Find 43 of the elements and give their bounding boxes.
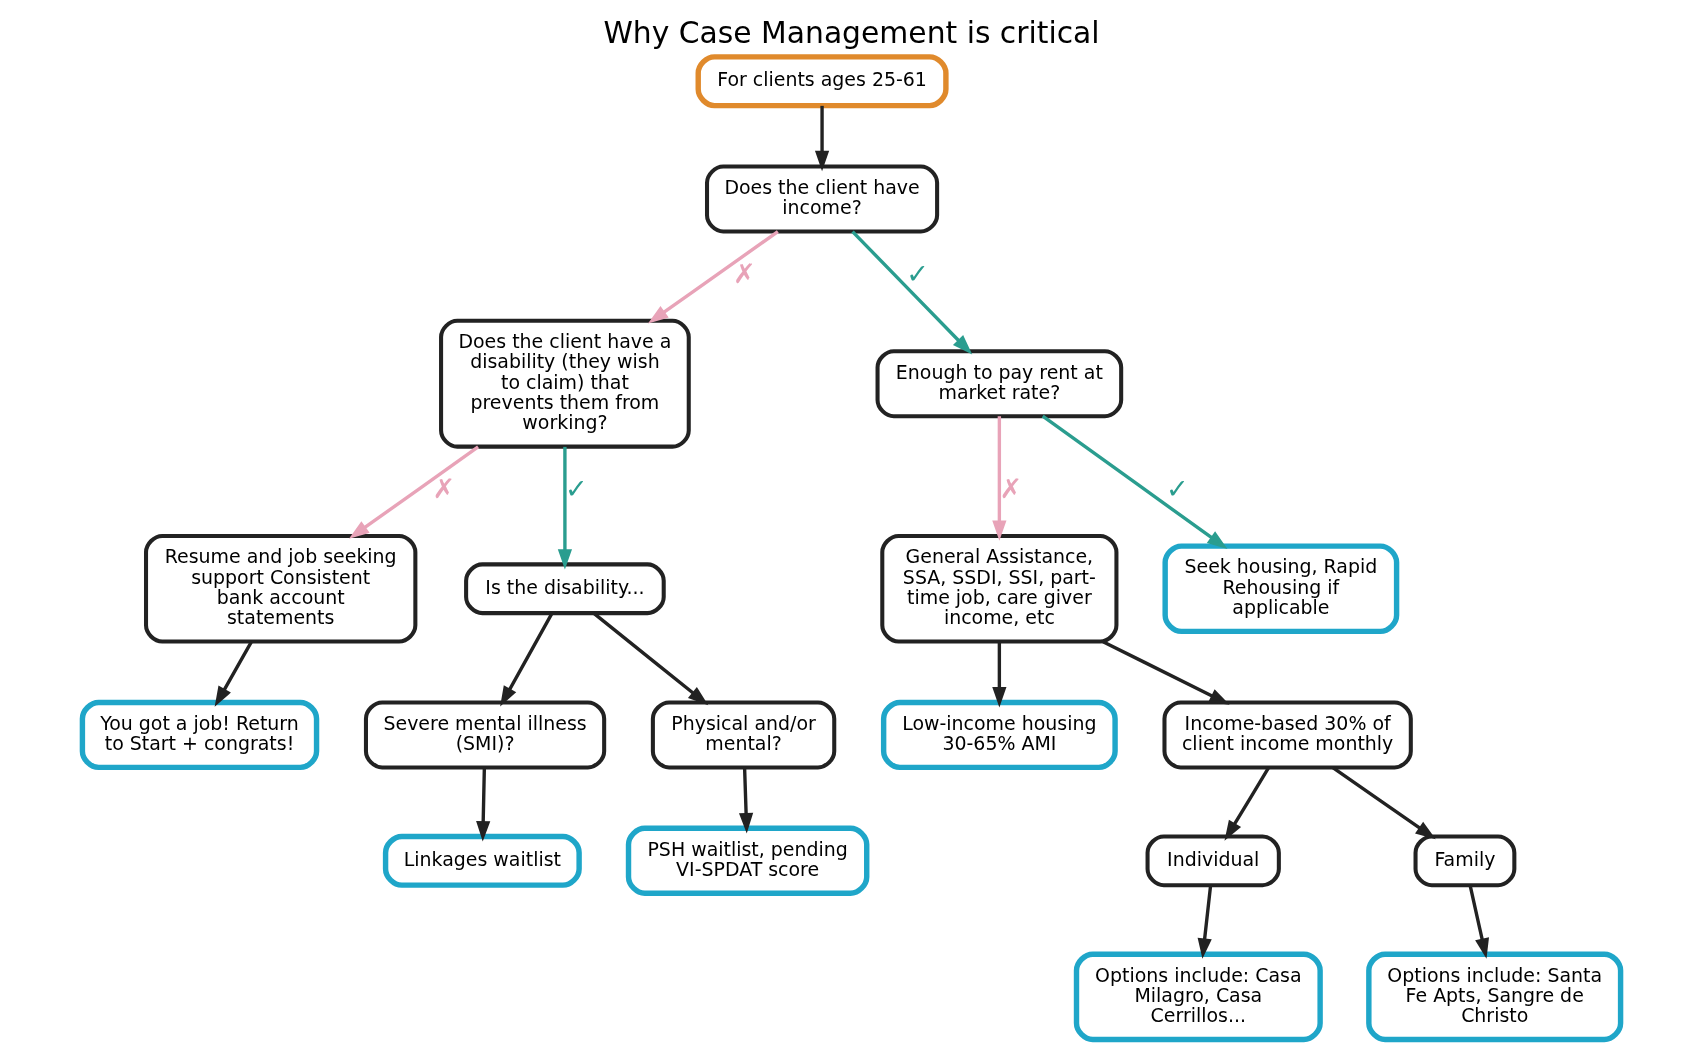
node-box: Options include: Casa Milagro, Casa Cerrillos... bbox=[1073, 951, 1323, 1043]
arrow bbox=[557, 446, 573, 570]
arrow bbox=[738, 767, 754, 834]
arrow bbox=[992, 641, 1007, 708]
edge-label: ✗ bbox=[732, 257, 756, 289]
node-box: Does the client have income? bbox=[705, 164, 940, 234]
node-box: You got a job! Return to Start + congrats! bbox=[79, 699, 320, 771]
arrow bbox=[648, 230, 779, 324]
edge-label: ✓ bbox=[906, 257, 929, 289]
node-box: Does the client have a disability (they wish to claim) that prevents them from working? bbox=[439, 318, 691, 449]
node-box: Income-based 30% of client income monthly bbox=[1162, 700, 1413, 770]
arrow bbox=[851, 230, 973, 355]
node-box: Seek housing, Rapid Rehousing if applicable bbox=[1162, 543, 1400, 635]
node-box: Low-income housing 30-65% AMI bbox=[880, 699, 1118, 771]
node-box: Options include: Santa Fe Apts, Sangre de Christo bbox=[1366, 951, 1624, 1043]
arrow bbox=[992, 416, 1007, 541]
arrow bbox=[1224, 767, 1270, 841]
node-box: Enough to pay rent at market rate? bbox=[875, 349, 1124, 419]
node-box: Severe mental illness (SMI)? bbox=[363, 700, 607, 770]
arrow bbox=[1197, 885, 1213, 959]
node-box: Linkages waitlist bbox=[382, 833, 582, 888]
arrow bbox=[1102, 640, 1230, 705]
arrow bbox=[500, 612, 554, 707]
arrow bbox=[348, 445, 480, 539]
arrow bbox=[814, 105, 830, 172]
diagram-title: Why Case Management is critical bbox=[603, 14, 1100, 50]
edge-label: ✗ bbox=[999, 473, 1023, 505]
arrow bbox=[1468, 885, 1489, 959]
arrow bbox=[476, 767, 491, 842]
edge-label: ✓ bbox=[1166, 473, 1189, 505]
node-box: For clients ages 25-61 bbox=[695, 54, 949, 109]
node-box: PSH waitlist, pending VI-SPDAT score bbox=[625, 825, 870, 896]
node-box: Family bbox=[1413, 834, 1517, 888]
node-box: General Assistance, SSA, SSDI, SSI, part-time job, care giver income, etc bbox=[880, 533, 1119, 644]
arrow bbox=[1331, 766, 1436, 840]
edge-label: ✗ bbox=[432, 473, 456, 505]
node-box: Is the disability... bbox=[464, 562, 666, 616]
node-box: Resume and job seeking support Consistent bank account statements bbox=[144, 533, 418, 644]
edge-label: ✓ bbox=[565, 473, 588, 505]
node-box: Individual bbox=[1145, 834, 1281, 888]
arrow bbox=[1041, 414, 1228, 549]
arrow bbox=[214, 641, 253, 707]
node-box: Physical and/or mental? bbox=[650, 700, 837, 770]
